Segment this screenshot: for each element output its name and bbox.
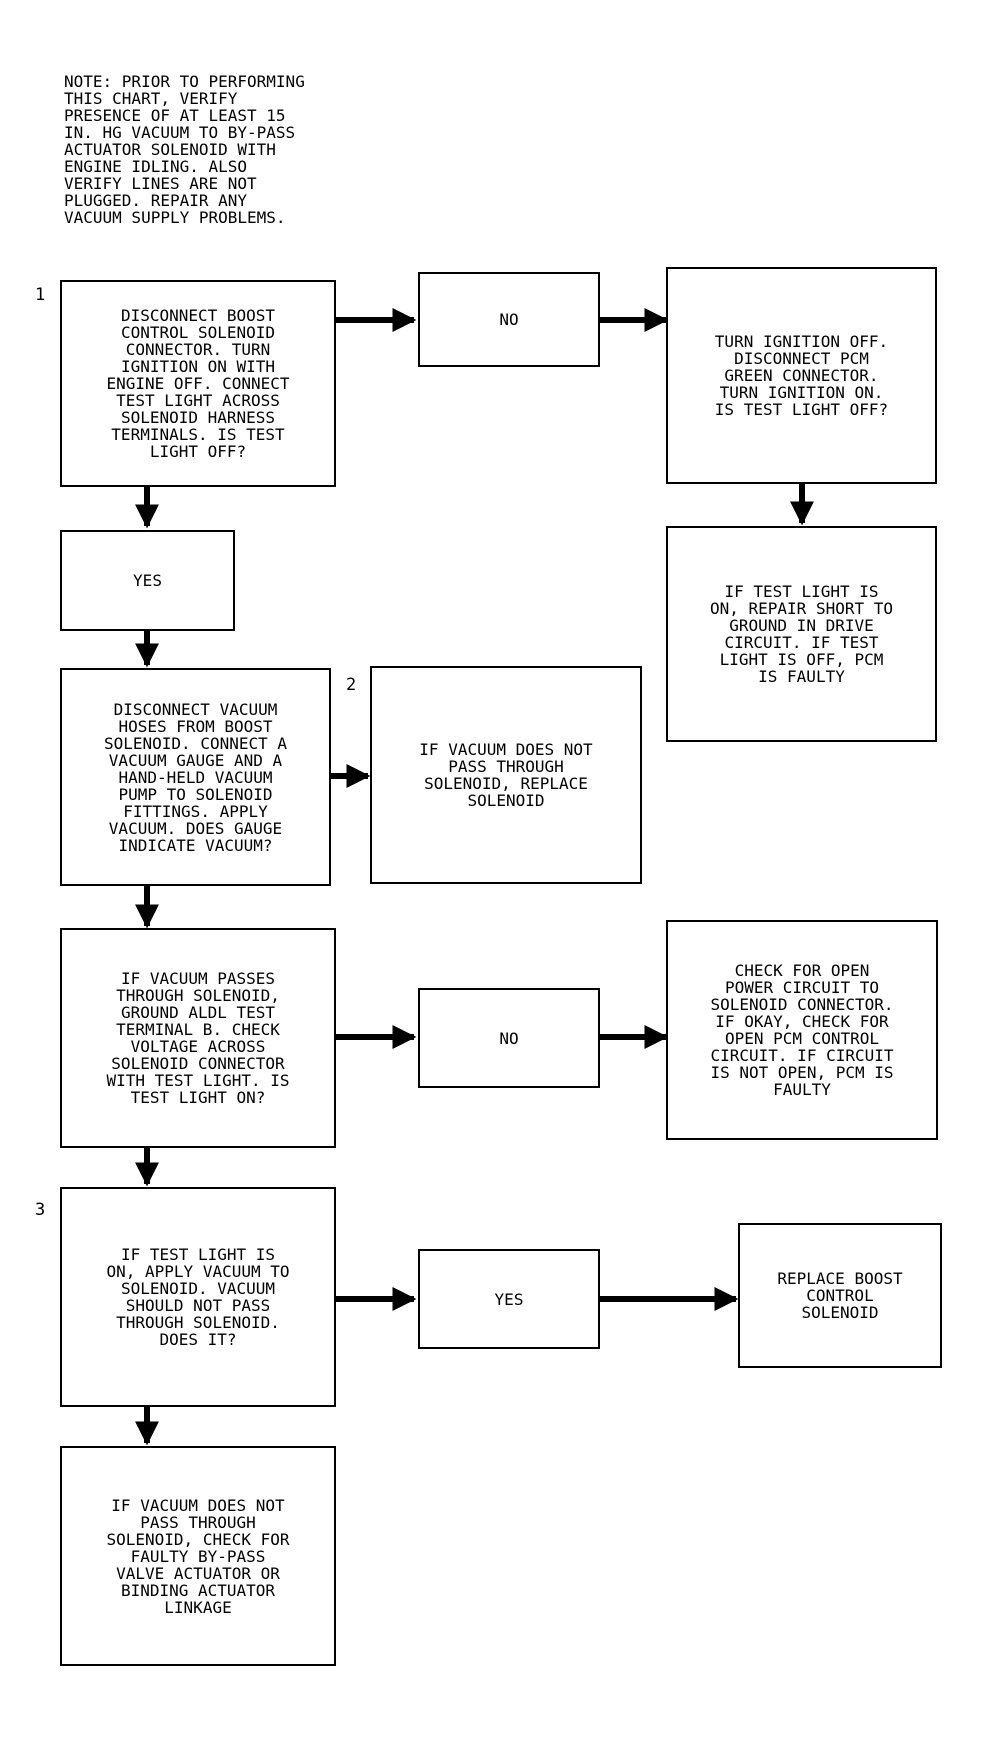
step-2-box: DISCONNECT VACUUM HOSES FROM BOOST SOLEN… (60, 668, 331, 886)
decision-no-1-text: NO (499, 310, 519, 329)
step-1-no-text: TURN IGNITION OFF. DISCONNECT PCM GREEN … (714, 332, 889, 419)
step-1-text: DISCONNECT BOOST CONTROL SOLENOID CONNEC… (106, 306, 290, 461)
prerequisite-note: NOTE: PRIOR TO PERFORMING THIS CHART, VE… (64, 72, 305, 227)
decision-yes-2-text: YES (494, 1289, 524, 1309)
step-number-3: 3 (35, 1200, 46, 1220)
decision-yes-2: YES (418, 1249, 600, 1349)
step-1-no-box: TURN IGNITION OFF. DISCONNECT PCM GREEN … (666, 267, 937, 484)
decision-no-2-text: NO (499, 1028, 519, 1048)
step-4-yes-text: REPLACE BOOST CONTROL SOLENOID (777, 1269, 903, 1322)
step-5-text: IF VACUUM DOES NOT PASS THROUGH SOLENOID… (106, 1495, 290, 1617)
step-1-box: DISCONNECT BOOST CONTROL SOLENOID CONNEC… (60, 280, 336, 487)
decision-no-1: NO (418, 272, 600, 367)
step-4-text: IF TEST LIGHT IS ON, APPLY VACUUM TO SOL… (106, 1245, 290, 1349)
step-3-box: IF VACUUM PASSES THROUGH SOLENOID, GROUN… (60, 928, 336, 1148)
decision-no-2: NO (418, 988, 600, 1088)
step-5-box: IF VACUUM DOES NOT PASS THROUGH SOLENOID… (60, 1446, 336, 1666)
step-3-no-box: CHECK FOR OPEN POWER CIRCUIT TO SOLENOID… (666, 920, 938, 1140)
step-number-2: 2 (346, 675, 357, 695)
step-2-text: DISCONNECT VACUUM HOSES FROM BOOST SOLEN… (103, 699, 288, 855)
step-4-yes-box: REPLACE BOOST CONTROL SOLENOID (738, 1223, 942, 1368)
step-3-text: IF VACUUM PASSES THROUGH SOLENOID, GROUN… (106, 969, 290, 1107)
step-1-no-result-box: IF TEST LIGHT IS ON, REPAIR SHORT TO GRO… (666, 526, 937, 742)
step-3-no-text: CHECK FOR OPEN POWER CIRCUIT TO SOLENOID… (710, 961, 894, 1099)
decision-yes-1-text: YES (133, 571, 162, 590)
decision-yes-1: YES (60, 530, 235, 631)
step-number-1: 1 (35, 285, 46, 305)
step-2-result-text: IF VACUUM DOES NOT PASS THROUGH SOLENOID… (419, 740, 593, 810)
step-4-box: IF TEST LIGHT IS ON, APPLY VACUUM TO SOL… (60, 1187, 336, 1407)
step-2-result-box: IF VACUUM DOES NOT PASS THROUGH SOLENOID… (370, 666, 642, 884)
step-1-no-result-text: IF TEST LIGHT IS ON, REPAIR SHORT TO GRO… (709, 582, 894, 686)
